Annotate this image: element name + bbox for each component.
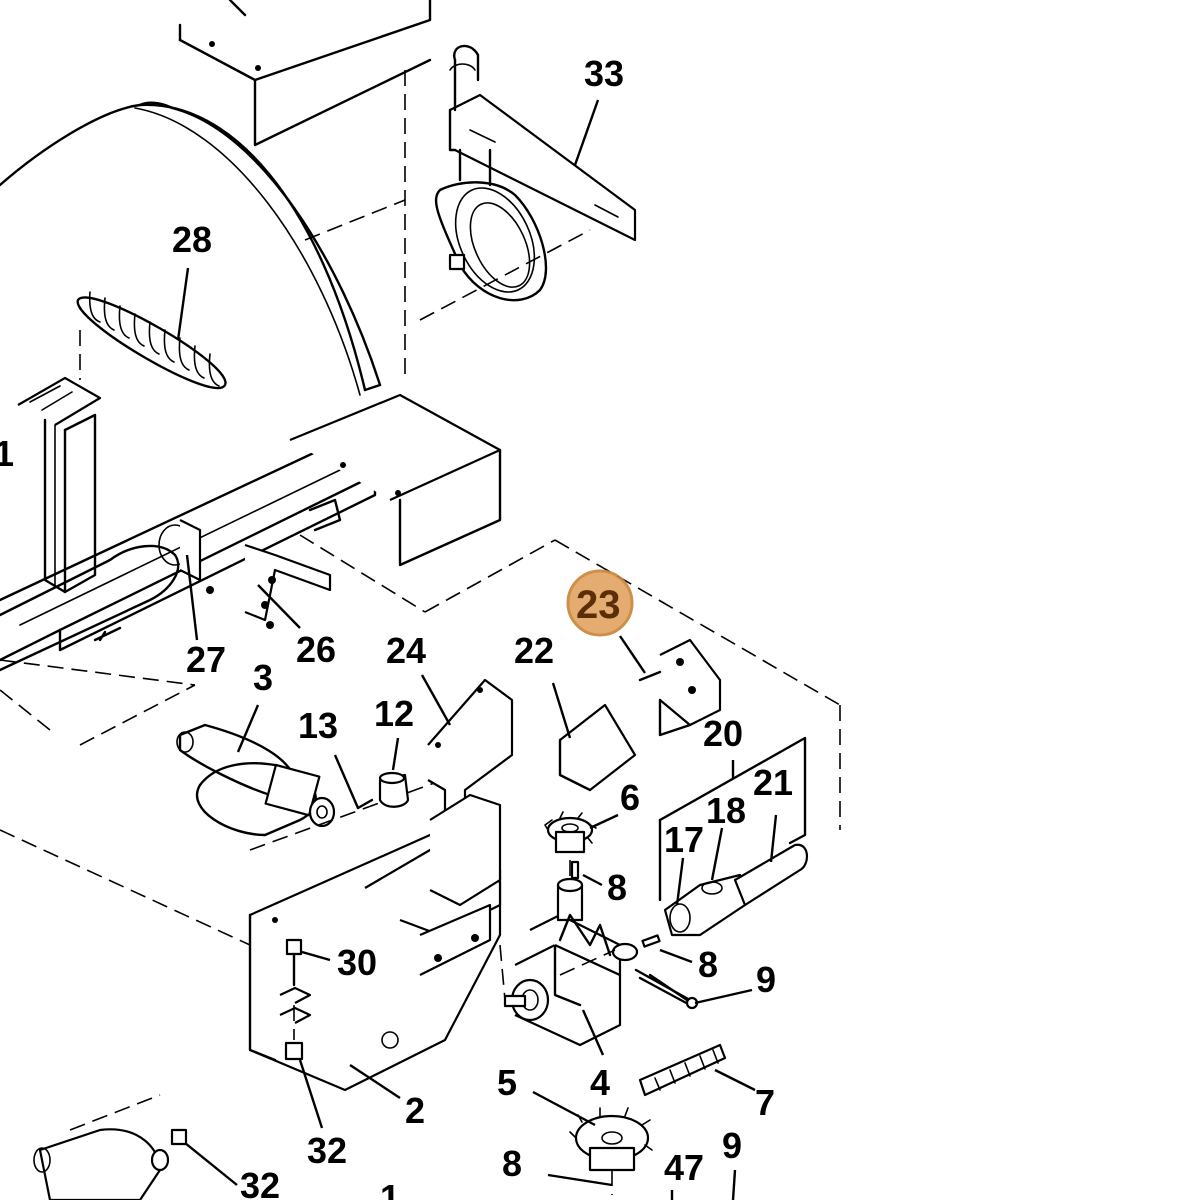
callout-2: 2 bbox=[405, 1090, 425, 1131]
callout-4: 4 bbox=[590, 1062, 610, 1103]
callout-3: 3 bbox=[253, 657, 273, 698]
key-pin-8 bbox=[570, 860, 661, 948]
gearbox-4 bbox=[503, 860, 692, 1047]
callout-9-bottom: 9 bbox=[722, 1125, 742, 1166]
callout-22: 22 bbox=[514, 630, 554, 671]
bottom-actuator bbox=[33, 1094, 188, 1200]
bolt-30 bbox=[279, 938, 312, 1061]
callout-30: 30 bbox=[337, 942, 377, 983]
sprocket-5 bbox=[569, 1107, 653, 1195]
caster-bracket-33 bbox=[419, 44, 637, 321]
leader-lines bbox=[176, 99, 778, 1200]
callout-6: 6 bbox=[620, 777, 640, 818]
callout-21: 21 bbox=[753, 762, 793, 803]
callout-8-bottom: 8 bbox=[502, 1143, 522, 1184]
callout-9-mid: 9 bbox=[756, 959, 776, 1000]
bushing-12 bbox=[378, 771, 410, 808]
support-post bbox=[17, 376, 102, 594]
callout-1-bottom: 1 bbox=[380, 1177, 400, 1200]
shaft-coupling bbox=[559, 736, 808, 976]
callout-32-bottom: 32 bbox=[240, 1165, 280, 1200]
callout-5: 5 bbox=[497, 1062, 517, 1103]
callout-23: 23 bbox=[576, 583, 621, 627]
curved-shroud bbox=[0, 101, 382, 396]
callout-32-mid: 32 bbox=[307, 1130, 347, 1171]
callout-8-mid: 8 bbox=[698, 944, 718, 985]
bolt-9 bbox=[634, 968, 699, 1010]
callout-20: 20 bbox=[703, 713, 743, 754]
callout-18: 18 bbox=[706, 790, 746, 831]
callout-12: 12 bbox=[374, 693, 414, 734]
frame-bar bbox=[0, 393, 841, 830]
callout-7: 7 bbox=[755, 1082, 775, 1123]
sprocket-6 bbox=[544, 811, 597, 854]
mount-plate-2 bbox=[248, 793, 506, 1092]
callout-27: 27 bbox=[186, 639, 226, 680]
callout-33: 33 bbox=[584, 53, 624, 94]
callout-13: 13 bbox=[298, 705, 338, 746]
spring-28 bbox=[76, 291, 227, 390]
callout-28: 28 bbox=[172, 219, 212, 260]
bracket-23 bbox=[638, 638, 722, 737]
highlight-marker bbox=[566, 569, 634, 637]
callout-labels: 33 28 1 27 26 3 24 22 23 13 12 20 6 21 1… bbox=[0, 53, 793, 1200]
callout-26: 26 bbox=[296, 629, 336, 670]
callout-17: 17 bbox=[664, 819, 704, 860]
left-actuator-assembly bbox=[0, 519, 332, 746]
callout-8-top: 8 bbox=[607, 867, 627, 908]
pin-13 bbox=[356, 798, 374, 810]
callout-47: 47 bbox=[664, 1147, 704, 1188]
chain-7 bbox=[638, 1043, 727, 1097]
callout-1-left: 1 bbox=[0, 433, 14, 474]
callout-24: 24 bbox=[386, 630, 426, 671]
hood-panel bbox=[178, 0, 432, 380]
plate-22 bbox=[558, 703, 637, 792]
